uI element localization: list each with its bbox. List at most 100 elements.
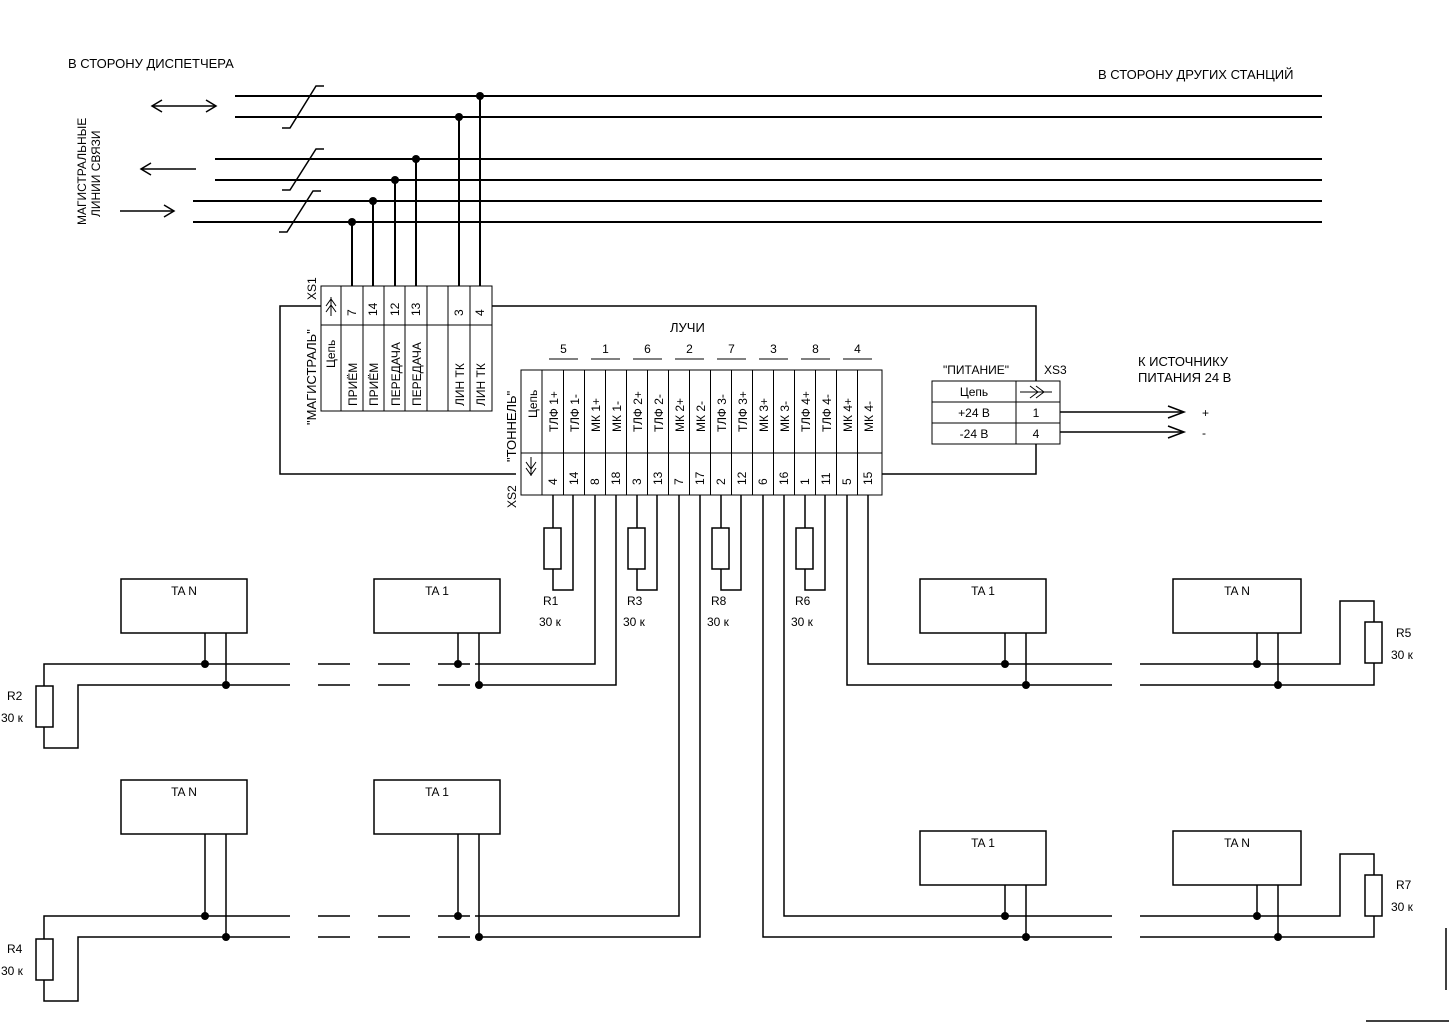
phone-box bbox=[373, 578, 501, 634]
phone-box bbox=[120, 578, 248, 634]
phone-label: TA 1 bbox=[425, 584, 449, 598]
xs2-pin-number: 4 bbox=[546, 478, 560, 485]
r1-ref: R1 bbox=[543, 594, 559, 608]
xs1-pin-number: 7 bbox=[345, 309, 359, 316]
xs1-pin-number: 4 bbox=[473, 309, 487, 316]
trunk-lines-label-line2: ЛИНИИ СВЯЗИ bbox=[89, 130, 103, 217]
plug-symbol-icon bbox=[325, 297, 337, 316]
r1-value: 30 к bbox=[539, 615, 562, 629]
xs2-pin-number: 16 bbox=[777, 471, 791, 485]
xs2-signal-name: МК 2+ bbox=[673, 398, 687, 432]
other-stations-label: В СТОРОНУ ДРУГИХ СТАНЦИЙ bbox=[1098, 67, 1293, 82]
xs2-signal-name: ТЛФ 4+ bbox=[799, 391, 813, 432]
xs2-signal-name: МК 4- bbox=[862, 401, 876, 432]
arrow-right-icon bbox=[120, 204, 176, 218]
xs2-signal-name: МК 1- bbox=[610, 401, 624, 432]
connector-loop bbox=[279, 305, 1037, 475]
break-mark-icon bbox=[282, 85, 324, 129]
xs2-pin-number: 6 bbox=[756, 478, 770, 485]
phone-label: TA N bbox=[171, 584, 197, 598]
xs2-signal-name: МК 3+ bbox=[757, 398, 771, 432]
ray-number: 2 bbox=[686, 342, 693, 356]
phone-box bbox=[120, 779, 248, 835]
xs2-pin-number: 13 bbox=[651, 471, 665, 485]
xs2-pin-number: 11 bbox=[819, 472, 833, 485]
xs3-signal-2: -24 В bbox=[960, 427, 989, 441]
xs2-pin-number: 2 bbox=[714, 478, 728, 485]
ray-top-right: TA 1 TA N R5 30 к bbox=[846, 495, 1414, 689]
break-mark-icon bbox=[279, 190, 321, 233]
xs2-pin-number: 7 bbox=[672, 478, 686, 485]
dispatcher-label: В СТОРОНУ ДИСПЕТЧЕРА bbox=[68, 56, 234, 71]
resistor-r7 bbox=[1364, 874, 1383, 917]
xs2-name: "ТОННЕЛЬ" bbox=[504, 390, 519, 462]
xs2-signal-name: ТЛФ 1- bbox=[568, 394, 582, 432]
xs1-header: Цепь bbox=[324, 340, 338, 368]
phone-box bbox=[373, 779, 501, 835]
r5-value: 30 к bbox=[1391, 648, 1414, 662]
xs3-pin-2: 4 bbox=[1033, 427, 1040, 441]
xs1-name: "МАГИСТРАЛЬ" bbox=[304, 329, 319, 425]
xs2-pin-number: 18 bbox=[609, 471, 623, 485]
r2-value: 30 к bbox=[1, 711, 24, 725]
xs1-pin-number: 13 bbox=[409, 302, 423, 316]
minus-label: - bbox=[1202, 426, 1206, 440]
xs3-header: Цепь bbox=[960, 385, 988, 399]
ray-number: 1 bbox=[602, 342, 609, 356]
xs1-pin-number: 14 bbox=[366, 302, 380, 316]
local-resistors: R1 30 к R3 30 к R8 30 к R6 30 к bbox=[539, 495, 826, 629]
power-source-label-line1: К ИСТОЧНИКУ bbox=[1138, 354, 1229, 369]
xs2-pin-number: 17 bbox=[693, 471, 707, 485]
arrow-left-icon bbox=[139, 162, 196, 176]
xs1-signal-name: ПРИЁМ bbox=[346, 363, 360, 406]
xs2-pin-number: 14 bbox=[567, 471, 581, 485]
xs1-signal-name: ЛИН ТК bbox=[453, 363, 467, 406]
xs2-pin-number: 12 bbox=[735, 471, 749, 485]
phone-box bbox=[1172, 830, 1302, 886]
resistor-r3 bbox=[627, 527, 646, 570]
resistor-r8 bbox=[711, 527, 730, 570]
xs2-signal-name: МК 1+ bbox=[589, 398, 603, 432]
xs2-signal-name: ТЛФ 1+ bbox=[547, 391, 561, 432]
r3-ref: R3 bbox=[627, 594, 643, 608]
phone-label: TA N bbox=[1224, 836, 1250, 850]
power-outputs: + - К ИСТОЧНИКУ ПИТАНИЯ 24 В bbox=[1060, 354, 1231, 440]
phone-box bbox=[919, 830, 1047, 886]
r3-value: 30 к bbox=[623, 615, 646, 629]
resistor-r5 bbox=[1364, 621, 1383, 664]
bidirectional-arrow-icon bbox=[150, 99, 218, 113]
trunk-lines bbox=[193, 85, 1322, 233]
socket-symbol-icon bbox=[1020, 385, 1052, 399]
connector-xs3: "ПИТАНИЕ" XS3 Цепь +24 В 1 -24 В 4 bbox=[931, 363, 1067, 445]
ray-bottom-left: TA N TA 1 R4 30 к bbox=[1, 495, 701, 1002]
trunk-lines-label-line1: МАГИСТРАЛЬНЫЕ bbox=[75, 118, 89, 225]
arrow-right-icon bbox=[1167, 425, 1187, 439]
power-source-label-line2: ПИТАНИЯ 24 В bbox=[1138, 370, 1231, 385]
ray-number: 4 bbox=[854, 342, 861, 356]
xs2-pin-number: 5 bbox=[840, 478, 854, 485]
break-mark-icon bbox=[282, 148, 324, 191]
plus-label: + bbox=[1202, 406, 1209, 420]
xs3-pin-1: 1 bbox=[1033, 406, 1040, 420]
xs2-pin-number: 1 bbox=[798, 478, 812, 485]
r2-ref: R2 bbox=[7, 689, 23, 703]
r4-ref: R4 bbox=[7, 942, 23, 956]
r4-value: 30 к bbox=[1, 964, 24, 978]
xs2-signal-name: ТЛФ 3- bbox=[715, 394, 729, 432]
socket-symbol-icon bbox=[525, 457, 537, 476]
xs1-ref: XS1 bbox=[305, 277, 319, 300]
xs2-ref: XS2 bbox=[505, 485, 519, 508]
phone-label: TA N bbox=[171, 785, 197, 799]
r8-ref: R8 bbox=[711, 594, 727, 608]
resistor-r2 bbox=[35, 685, 54, 728]
ray-number: 3 bbox=[770, 342, 777, 356]
ray-number: 6 bbox=[644, 342, 651, 356]
resistor-r4 bbox=[35, 938, 54, 981]
xs3-name: "ПИТАНИЕ" bbox=[943, 363, 1009, 377]
xs1-signal-name: ПРИЁМ bbox=[367, 363, 381, 406]
xs1-pin-number: 3 bbox=[452, 309, 466, 316]
xs3-signal-1: +24 В bbox=[958, 406, 990, 420]
trunk-taps bbox=[348, 92, 484, 286]
